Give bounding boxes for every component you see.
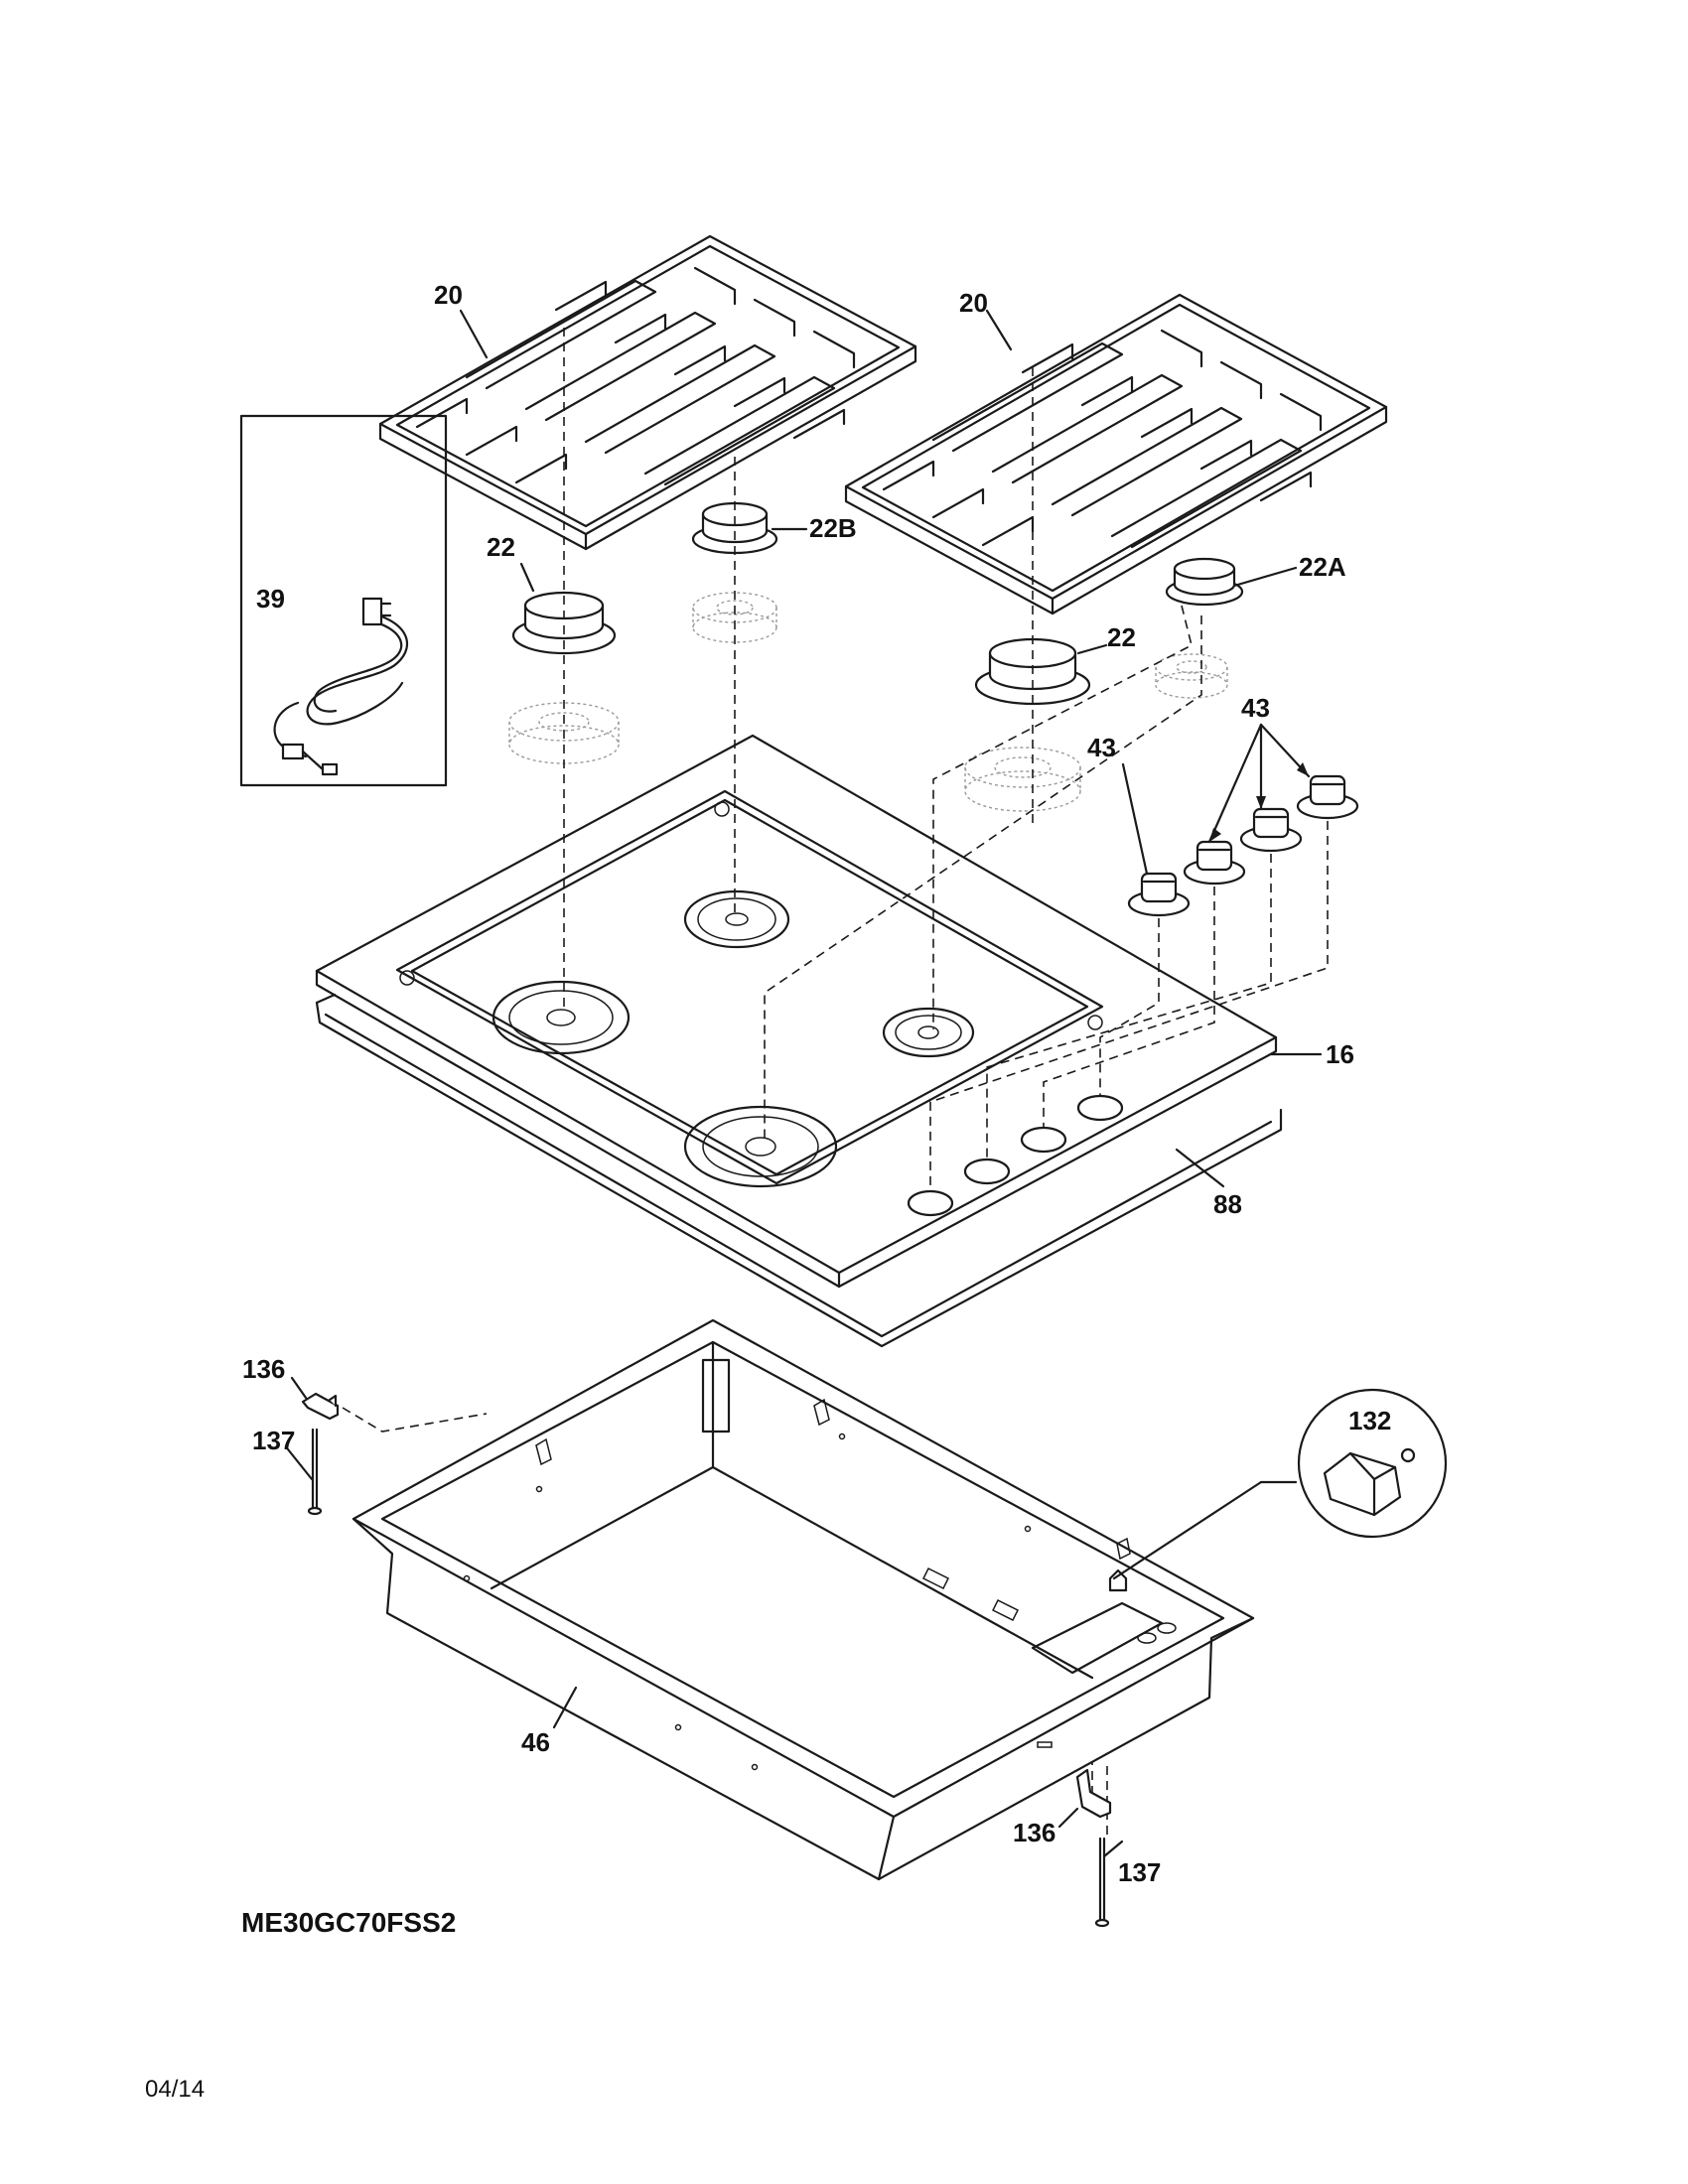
- callout-gasket: 88: [1213, 1189, 1242, 1219]
- burner-head-right-small: [1155, 653, 1228, 699]
- burner-cap-22a-right-small: [1165, 557, 1244, 607]
- callout-clip-detail: 132: [1348, 1406, 1391, 1435]
- callout-cooktop: 16: [1326, 1039, 1354, 1069]
- control-knob-2: [1183, 840, 1246, 886]
- callout-cap-right-large: 22: [1107, 622, 1136, 652]
- cooktop-gasket: [315, 993, 1283, 1348]
- callout-knob-single: 43: [1087, 733, 1116, 762]
- burner-head-right: [964, 747, 1081, 812]
- callout-bracket-right: 136: [1013, 1818, 1055, 1847]
- callout-cap-center: 22B: [809, 513, 857, 543]
- burner-cap-22-left: [511, 591, 617, 655]
- callout-bracket-left: 136: [242, 1354, 285, 1384]
- grate-right: [844, 293, 1388, 615]
- burner-box: [352, 1318, 1255, 1881]
- leader-lines: [286, 309, 1323, 1858]
- callout-knob-group: 43: [1241, 693, 1270, 723]
- grate-left: [378, 234, 917, 551]
- control-knob-1: [1127, 872, 1191, 917]
- callout-grate-right: 20: [959, 288, 988, 318]
- callout-grate-left: 20: [434, 280, 463, 310]
- cooktop-panel: [315, 734, 1278, 1289]
- callout-cap-right-small: 22A: [1299, 552, 1346, 582]
- model-number: ME30GC70FSS2: [241, 1907, 456, 1938]
- screw-right: [1094, 1837, 1110, 1928]
- callout-screw-left: 137: [252, 1426, 295, 1455]
- burner-head-center: [692, 592, 777, 643]
- callout-cap-left: 22: [487, 532, 515, 562]
- callout-burner-box: 46: [521, 1727, 550, 1757]
- control-knob-3: [1239, 807, 1303, 853]
- clip-detail-132: [1112, 1388, 1448, 1580]
- screw-left: [307, 1428, 323, 1516]
- bracket-left: [301, 1392, 340, 1421]
- revision-date: 04/14: [145, 2076, 205, 2103]
- power-cord-inset: [239, 414, 448, 787]
- control-knob-4: [1296, 774, 1359, 820]
- callout-power-cord: 39: [256, 584, 285, 614]
- callout-screw-right: 137: [1118, 1857, 1161, 1887]
- burner-cap-22b-center: [691, 501, 778, 555]
- bracket-right: [1075, 1768, 1112, 1819]
- assembly-lines: [342, 328, 1329, 1835]
